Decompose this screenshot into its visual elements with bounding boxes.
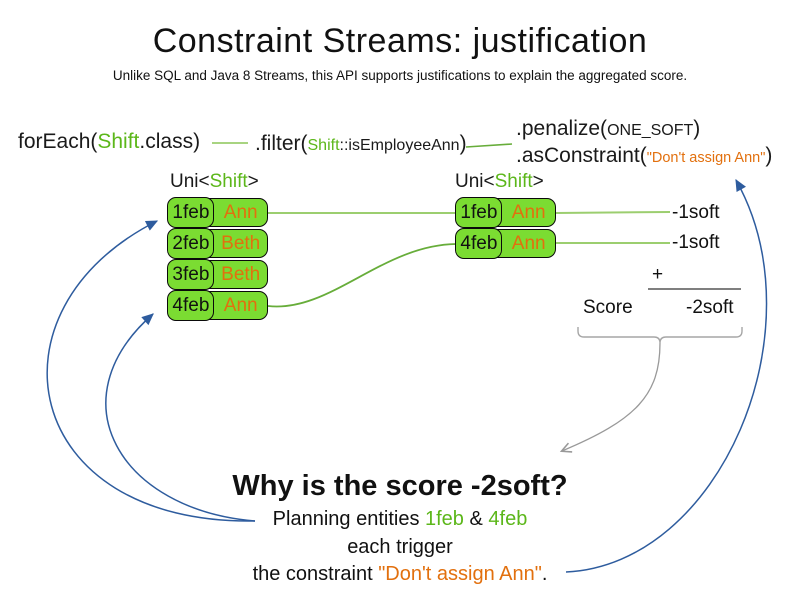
shift-name-cell: Beth xyxy=(221,263,261,285)
left-stream: 1feb Ann 2feb Beth 3feb Beth 4feb Ann xyxy=(167,197,268,321)
type-post: > xyxy=(532,171,544,192)
row-score-2: -1soft xyxy=(672,232,720,253)
slide-title: Constraint Streams: justification xyxy=(152,22,648,60)
code-link-filter-penalize xyxy=(465,143,513,148)
score-brace xyxy=(577,327,743,344)
shift-name-cell: Ann xyxy=(511,232,546,254)
explanation-line-constraint: the constraint "Don't assign Ann". xyxy=(0,563,800,586)
row-score-1: -1soft xyxy=(672,202,720,223)
code-asconstraint-post: ) xyxy=(765,144,773,167)
right-stream: 1feb Ann 4feb Ann xyxy=(455,197,556,259)
expl-line3-post: . xyxy=(541,563,548,585)
shift-date-cell: 1feb xyxy=(167,197,215,228)
shift-date-cell: 4feb xyxy=(455,228,503,259)
expl-line3-pre: the constraint xyxy=(252,563,379,585)
code-filter-post: ) xyxy=(459,132,467,155)
code-asconstraint-pre: .asConstraint( xyxy=(516,144,647,167)
sum-rule-line xyxy=(648,288,741,290)
shift-name-cell: Ann xyxy=(223,201,258,223)
shift-row-1feb-ann: 1feb Ann xyxy=(167,197,268,228)
shift-row-4feb-ann: 4feb Ann xyxy=(167,290,268,321)
shift-row-1feb-ann-filtered: 1feb Ann xyxy=(455,197,556,228)
expl-entity-4feb: 4feb xyxy=(488,508,528,530)
explanation-line-trigger: each trigger xyxy=(347,536,453,558)
code-penalize-pre: .penalize( xyxy=(516,117,608,140)
code-filter: .filter(Shift::isEmployeeAnn) xyxy=(255,132,467,156)
expl-entity-1feb: 1feb xyxy=(425,508,464,530)
expl-constraint-name: "Don't assign Ann" xyxy=(378,563,542,585)
explanation-line-entities: Planning entities 1feb & 4feb xyxy=(0,508,800,531)
code-penalize: .penalize(ONE_SOFT) xyxy=(516,117,700,141)
right-stream-type-label: Uni<Shift> xyxy=(455,171,544,193)
shift-date-cell: 1feb xyxy=(455,197,503,228)
expl-line1-amp: & xyxy=(463,508,489,530)
shift-row-3feb-beth: 3feb Beth xyxy=(167,259,268,290)
link-right1-score xyxy=(555,211,671,214)
code-filter-method: ::isEmployeeAnn xyxy=(339,137,460,154)
code-foreach-post: .class) xyxy=(139,130,201,153)
left-stream-type-label: Uni<Shift> xyxy=(170,171,259,193)
code-penalize-arg: ONE_SOFT xyxy=(607,122,694,139)
expl-line1-pre: Planning entities xyxy=(272,508,425,530)
link-left4-right2 xyxy=(267,243,457,308)
code-asconstraint-arg: "Don't assign Ann" xyxy=(646,150,766,166)
plus-sign: + xyxy=(652,264,664,285)
code-penalize-post: ) xyxy=(693,117,701,140)
code-foreach-pre: forEach( xyxy=(18,130,98,153)
shift-name-cell: Beth xyxy=(221,232,261,254)
score-label: Score xyxy=(583,297,633,318)
code-asconstraint: .asConstraint("Don't assign Ann") xyxy=(516,144,772,168)
code-filter-class: Shift xyxy=(307,137,340,154)
type-class: Shift xyxy=(494,171,533,192)
type-pre: Uni< xyxy=(455,171,495,192)
type-pre: Uni< xyxy=(170,171,210,192)
shift-date-cell: 2feb xyxy=(167,228,215,259)
shift-name-cell: Ann xyxy=(511,201,546,223)
score-to-why-arrow xyxy=(559,342,661,453)
type-class: Shift xyxy=(209,171,248,192)
type-post: > xyxy=(247,171,259,192)
shift-name-cell: Ann xyxy=(223,294,258,316)
shift-row-2feb-beth: 2feb Beth xyxy=(167,228,268,259)
code-foreach: forEach(Shift.class) xyxy=(18,130,200,154)
score-total: -2soft xyxy=(686,297,734,318)
shift-row-4feb-ann-filtered: 4feb Ann xyxy=(455,228,556,259)
shift-date-cell: 4feb xyxy=(167,290,215,321)
code-filter-pre: .filter( xyxy=(255,132,308,155)
why-heading: Why is the score -2soft? xyxy=(232,470,568,502)
slide-subtitle: Unlike SQL and Java 8 Streams, this API … xyxy=(112,68,688,83)
code-foreach-class: Shift xyxy=(97,130,140,153)
shift-date-cell: 3feb xyxy=(167,259,215,290)
